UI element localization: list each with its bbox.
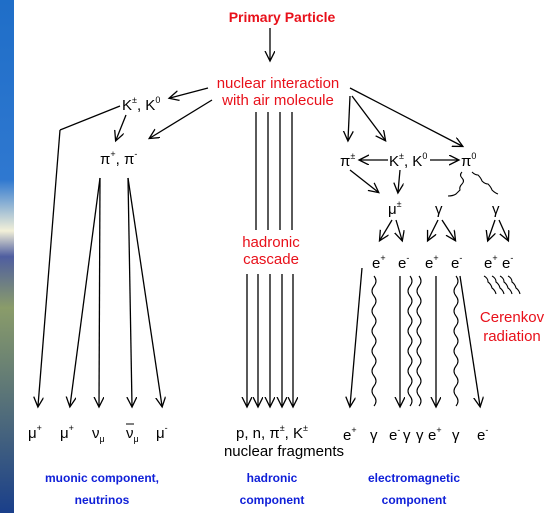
hadronic-products: p, n, π±, K± nuclear fragments <box>224 423 344 460</box>
svg-text:π+, π-: π+, π- <box>100 149 137 168</box>
k-right-label: K±, K0 <box>389 151 427 170</box>
pi0-gamma-wave-right <box>472 172 498 194</box>
pion-to-numu-arrow <box>99 178 100 406</box>
hadronic-cascade-line2: cascade <box>243 251 299 268</box>
gamma-left-eminus <box>442 220 455 240</box>
mu-em-label: μ± <box>388 199 402 218</box>
svg-text:π±: π± <box>340 151 355 170</box>
svg-text:K±, K0: K±, K0 <box>389 151 427 170</box>
mu-to-eplus-arrow <box>380 220 392 240</box>
pi0-gamma-wave-left <box>448 172 464 196</box>
svg-text:e+: e+ <box>372 253 386 272</box>
hadronic-component-line1: hadronic <box>247 471 298 485</box>
em-wave-4 <box>454 276 458 406</box>
muonic-component-line1: muonic component, <box>45 471 159 485</box>
cerenkov-line1: Cerenkov <box>480 309 545 326</box>
em-wave-3 <box>417 276 421 406</box>
svg-text:μ+: μ+ <box>28 423 42 442</box>
arrow-to-pi0 <box>350 88 462 146</box>
em-products: e+ γ e- γ γ e+ γ e- <box>343 425 488 444</box>
cerenkov-wave-4 <box>508 276 520 294</box>
svg-text:p, n, π±, K±: p, n, π±, K± <box>236 423 308 442</box>
k-to-mu-arrow <box>398 170 400 192</box>
arrow-to-kaons <box>170 88 208 98</box>
svg-text:μ+: μ+ <box>60 423 74 442</box>
pion-to-muon-arrow <box>70 178 100 406</box>
arrow-to-pions <box>150 100 212 138</box>
kaon-to-muon-arrow <box>38 130 60 406</box>
svg-text:e-: e- <box>502 253 513 272</box>
svg-text:γ: γ <box>370 427 378 444</box>
pi-plus-label: π± <box>340 151 355 170</box>
svg-text:e+: e+ <box>425 253 439 272</box>
interaction-line2: with air molecule <box>221 92 334 109</box>
kaon-decay-line <box>60 106 120 130</box>
gamma-right-label: γ <box>492 201 500 218</box>
arrow-to-k-right <box>352 96 385 140</box>
pi0-label: π0 <box>461 151 476 170</box>
pion-to-numubar-arrow <box>128 178 132 406</box>
svg-text:νμ: νμ <box>126 425 139 444</box>
svg-text:e-: e- <box>477 425 488 444</box>
svg-text:e+: e+ <box>428 425 442 444</box>
svg-text:γ: γ <box>452 427 460 444</box>
svg-text:νμ: νμ <box>92 425 105 444</box>
em-component-line2: component <box>382 493 447 507</box>
svg-text:e-: e- <box>451 253 462 272</box>
svg-text:e+: e+ <box>484 253 498 272</box>
svg-text:e-: e- <box>389 425 400 444</box>
svg-text:γ: γ <box>403 427 411 444</box>
pions-label: π+, π- <box>100 149 137 168</box>
svg-text:e+: e+ <box>343 425 357 444</box>
svg-text:γ: γ <box>416 427 424 444</box>
nuclear-fragments-label: nuclear fragments <box>224 443 344 460</box>
svg-text:μ-: μ- <box>156 423 168 442</box>
muonic-products: μ+ μ+ νμ νμ μ- <box>28 423 168 444</box>
em-component-line1: electromagnetic <box>368 471 460 485</box>
arrow-to-pi-plus <box>348 96 350 140</box>
em-line-4 <box>460 276 480 406</box>
em-line-1 <box>350 268 362 406</box>
pi-to-mu-arrow <box>350 170 378 192</box>
mu-to-eminus-arrow <box>396 220 402 240</box>
svg-text:μ±: μ± <box>388 199 402 218</box>
kaons-label: K±, K0 <box>122 95 160 114</box>
hadronic-cascade-line1: hadronic <box>242 234 300 251</box>
electron-row: e+ e- e+ e- e+ e- <box>372 253 513 272</box>
muonic-component-line2: neutrinos <box>75 493 130 507</box>
svg-text:K±, K0: K±, K0 <box>122 95 160 114</box>
cerenkov-line2: radiation <box>483 328 541 345</box>
gamma-right-eminus <box>499 220 508 240</box>
svg-text:π0: π0 <box>461 151 476 170</box>
pion-to-muminus-arrow <box>128 178 162 406</box>
kaon-to-pion-arrow <box>116 115 126 140</box>
interaction-line1: nuclear interaction <box>217 75 340 92</box>
svg-text:e-: e- <box>398 253 409 272</box>
hadronic-component-line2: component <box>240 493 305 507</box>
diagram-title: Primary Particle <box>229 9 336 25</box>
cerenkov-wave-1 <box>484 276 496 294</box>
em-wave-2 <box>408 276 412 406</box>
cerenkov-wave-3 <box>500 276 512 294</box>
gamma-right-eplus <box>488 220 495 240</box>
gamma-left-label: γ <box>435 201 443 218</box>
em-wave-1 <box>372 276 376 406</box>
cerenkov-wave-2 <box>492 276 504 294</box>
gamma-left-eplus <box>428 220 438 240</box>
